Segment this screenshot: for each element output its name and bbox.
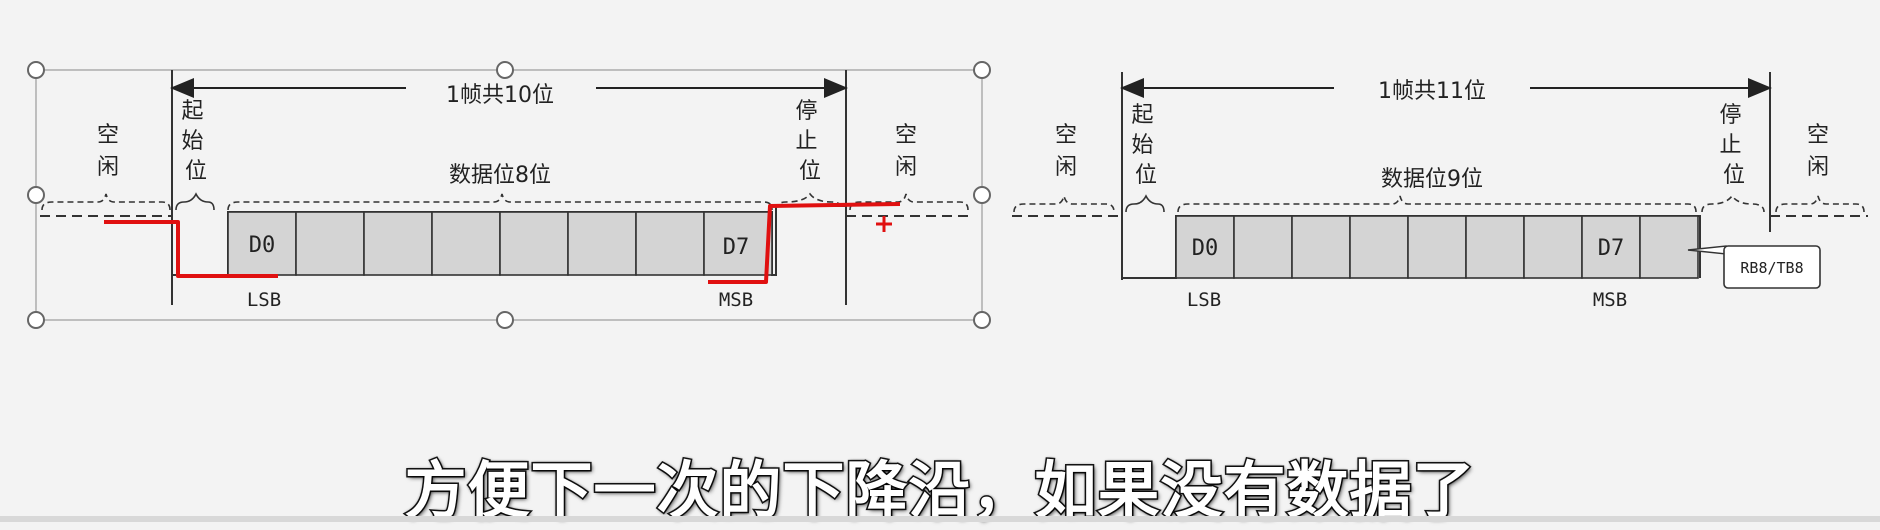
left-data-cell: [363, 211, 433, 276]
right-data-cell-rb8: [1639, 215, 1699, 279]
left-data-cell: [567, 211, 637, 276]
left-stop-bit-label: 停 止 位: [795, 99, 824, 184]
red-annotation-falling-edge: [104, 220, 278, 278]
left-idle-label: 空闲: [97, 123, 119, 180]
left-stop-char-2: 止: [795, 129, 817, 154]
left-start-char-1: 起: [181, 99, 203, 124]
right-stop-char-2: 止: [1719, 133, 1741, 158]
right-data-cell-d7: [1581, 215, 1641, 279]
left-start-brace: [175, 192, 215, 211]
left-idle-right-char-1: 空: [895, 123, 917, 148]
left-idle-brace-right: [849, 193, 969, 211]
left-data-cell-d0: [227, 211, 297, 276]
left-idle-brace: [41, 193, 171, 211]
right-start-char-3: 位: [1135, 163, 1157, 188]
right-idle-char-2: 闲: [1055, 155, 1077, 180]
left-data-bits-label: 数据位8位: [449, 163, 551, 188]
left-d7-label: D7: [723, 235, 750, 260]
right-idle-label-right: 空闲: [1807, 123, 1829, 180]
right-data-cell: [1523, 215, 1583, 279]
right-stop-char-3: 位: [1723, 163, 1745, 188]
right-frame-diagram: 1帧共11位 D0 D7 LSB MSB RB8/TB8 空闲: [1012, 72, 1868, 311]
left-idle-label-right: 空闲: [895, 123, 917, 180]
right-d0-label: D0: [1192, 236, 1219, 261]
left-data-cell: [499, 211, 569, 276]
right-idle-brace: [1013, 195, 1115, 213]
red-cursor-plus-icon: [876, 216, 892, 232]
right-idle-right-char-1: 空: [1807, 123, 1829, 148]
left-msb-label: MSB: [719, 289, 753, 311]
right-data-bits-label: 数据位9位: [1381, 167, 1483, 192]
right-d7-label: D7: [1598, 236, 1625, 261]
left-frame-label: 1帧共10位: [446, 83, 554, 108]
right-msb-label: MSB: [1593, 289, 1627, 311]
right-stop-brace: [1701, 194, 1765, 213]
left-lsb-label: LSB: [247, 289, 281, 311]
left-start-bit-label: 起 始 位: [181, 99, 210, 184]
left-idle-right-char-2: 闲: [895, 155, 917, 180]
right-start-char-1: 起: [1131, 103, 1153, 128]
right-idle-brace-right: [1775, 195, 1865, 213]
left-start-char-3: 位: [185, 159, 207, 184]
left-data-cells: [227, 211, 773, 276]
right-lsb-label: LSB: [1187, 289, 1221, 311]
left-data-brace: [227, 193, 773, 211]
right-data-cell: [1291, 215, 1351, 279]
right-callout-box: [1723, 245, 1821, 289]
right-stop-bit-label: 停 止 位: [1719, 103, 1748, 188]
right-callout-label: RB8/TB8: [1740, 259, 1803, 277]
bottom-strip: [0, 516, 1880, 522]
left-data-cell: [295, 211, 365, 276]
left-stop-char-3: 位: [799, 159, 821, 184]
right-data-cells: [1175, 215, 1699, 279]
right-stop-char-1: 停: [1719, 103, 1741, 128]
left-stop-brace: [775, 192, 843, 211]
left-data-cell: [431, 211, 501, 276]
right-idle-label: 空闲: [1055, 123, 1077, 180]
right-idle-char-1: 空: [1055, 123, 1077, 148]
left-idle-char-2: 闲: [97, 155, 119, 180]
right-data-cell: [1465, 215, 1525, 279]
right-data-cell: [1233, 215, 1293, 279]
left-stop-char-1: 停: [795, 99, 817, 124]
selection-handles[interactable]: [27, 61, 991, 329]
right-start-bit-label: 起 始 位: [1131, 103, 1160, 188]
right-start-brace: [1125, 194, 1165, 213]
red-annotation-rising-edge: [708, 202, 901, 284]
left-data-cell: [635, 211, 705, 276]
video-subtitle: 方便下一次的下降沿，如果没有数据了: [403, 453, 1476, 529]
right-data-brace: [1177, 195, 1697, 213]
left-frame-diagram: 1帧共10位 D0 D7 LSB MSB 空闲: [27, 61, 991, 329]
left-idle-char-1: 空: [97, 123, 119, 148]
right-data-cell: [1349, 215, 1409, 279]
left-start-char-2: 始: [181, 129, 203, 154]
left-data-cell-d7: [703, 211, 773, 276]
right-data-cell: [1407, 215, 1467, 279]
right-start-char-2: 始: [1131, 133, 1153, 158]
right-idle-right-char-2: 闲: [1807, 155, 1829, 180]
left-d0-label: D0: [249, 233, 276, 258]
right-frame-label: 1帧共11位: [1378, 79, 1486, 104]
